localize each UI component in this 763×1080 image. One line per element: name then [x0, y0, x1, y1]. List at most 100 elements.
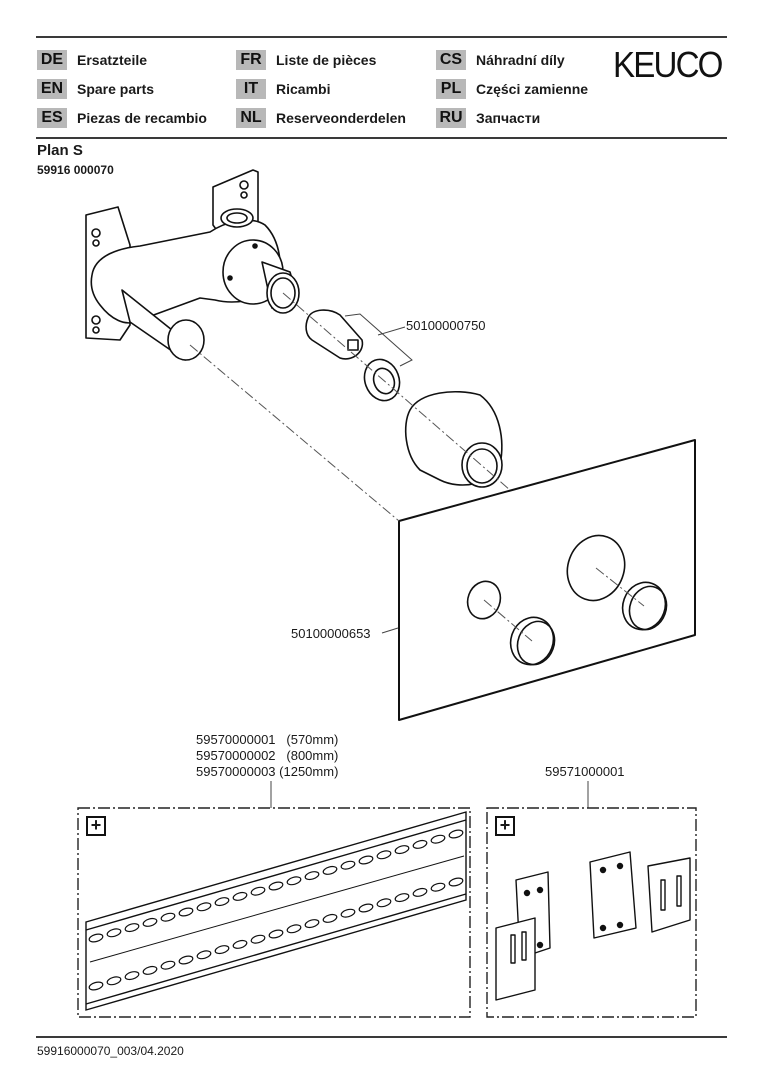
lang-row-cs: CS Náhradní díly: [436, 49, 565, 71]
lang-code-badge: FR: [236, 50, 266, 70]
rail-slot: [340, 860, 356, 870]
rail-slot: [430, 834, 446, 844]
rail-slot: [322, 913, 338, 923]
rail-part-number: 59570000001: [196, 732, 276, 747]
lang-label: Części zamienne: [476, 81, 589, 97]
rail-length: (800mm): [279, 748, 339, 763]
leader-cartridge: [344, 313, 413, 367]
lang-code-badge: RU: [436, 108, 466, 128]
rail-slot: [106, 976, 122, 986]
lang-label: Запчасти: [476, 110, 541, 126]
rail-slot: [304, 919, 320, 929]
lang-code-badge: IT: [236, 79, 266, 99]
rail-slot: [304, 871, 320, 881]
rail-slot: [358, 903, 374, 913]
rail-slot: [448, 877, 464, 887]
lang-row-de: DE Ersatzteile: [37, 49, 147, 71]
rail-slot: [142, 917, 158, 927]
rail-slot: [178, 907, 194, 917]
header-bottom-rule: [36, 137, 727, 139]
rail-slot: [340, 908, 356, 918]
rail-length: (1250mm): [279, 764, 339, 779]
rail-slot: [232, 891, 248, 901]
rail-slot: [412, 887, 428, 897]
lang-row-fr: FR Liste de pièces: [236, 49, 376, 71]
lang-label: Ersatzteile: [77, 52, 148, 68]
bracket-accessory-box: [486, 807, 697, 1018]
leader-cover-plate: [381, 627, 399, 634]
lang-label: Náhradní díly: [476, 52, 565, 68]
lang-code-badge: CS: [436, 50, 466, 70]
rail-slot: [88, 933, 104, 943]
cartridge: [305, 309, 364, 360]
part-number-bracket-set: 59571000001: [545, 764, 625, 779]
document-id: 59916000070_003/04.2020: [37, 1044, 184, 1058]
rail-slot: [376, 850, 392, 860]
rail-slot: [160, 960, 176, 970]
rail-option-1: 59570000001 (570mm): [196, 732, 338, 747]
rail-slot: [430, 882, 446, 892]
rail-slot: [286, 876, 302, 886]
rail-part-number: 59570000002: [196, 748, 276, 763]
rail-slot: [178, 955, 194, 965]
footer-rule: [36, 1036, 727, 1038]
rail-slot: [250, 934, 266, 944]
article-number: 59916 000070: [37, 163, 114, 177]
rail-slot: [232, 939, 248, 949]
rail-slot: [214, 945, 230, 955]
rail-slot: [376, 898, 392, 908]
lang-code-badge: DE: [37, 50, 67, 70]
lang-label: Ricambi: [276, 81, 331, 97]
product-name: Plan S: [37, 142, 83, 159]
lang-row-nl: NL Reserveonderdelen: [236, 107, 406, 129]
brand-logo: KEUCO: [613, 44, 723, 85]
lang-label: Spare parts: [77, 81, 155, 97]
rail-length: (570mm): [279, 732, 339, 747]
rail-slot: [142, 965, 158, 975]
rail-slot: [268, 929, 284, 939]
rail-slot: [448, 829, 464, 839]
bracket-right-back: [589, 851, 637, 939]
rail-slot: [394, 893, 410, 903]
lang-row-ru: RU Запчасти: [436, 107, 540, 129]
lang-label: Liste de pièces: [276, 52, 377, 68]
rail-slot: [268, 881, 284, 891]
rail-slot: [124, 923, 140, 933]
lang-row-pl: PL Części zamienne: [436, 78, 588, 100]
rail-option-2: 59570000002 (800mm): [196, 748, 338, 763]
header-top-rule: [36, 36, 727, 38]
rail-accessory-box: [77, 807, 471, 1018]
rail-slot: [124, 971, 140, 981]
lang-row-it: IT Ricambi: [236, 78, 330, 100]
rail-slot: [196, 902, 212, 912]
rail-slot: [88, 981, 104, 991]
rail-slot: [358, 855, 374, 865]
lang-row-en: EN Spare parts: [37, 78, 154, 100]
top-port: [220, 208, 254, 228]
rail-slot: [394, 845, 410, 855]
rail-option-3: 59570000003 (1250mm): [196, 764, 338, 779]
lang-row-es: ES Piezas de recambio: [37, 107, 207, 129]
part-number-cover-plate: 50100000653: [291, 626, 371, 641]
cover-plate: [398, 439, 696, 721]
rail-slot: [322, 865, 338, 875]
lang-code-badge: EN: [37, 79, 67, 99]
rail-slot: [106, 928, 122, 938]
rail-slot: [250, 886, 266, 896]
part-number-cartridge: 50100000750: [406, 318, 486, 333]
plus-icon: +: [86, 816, 106, 836]
lang-code-badge: PL: [436, 79, 466, 99]
plus-icon: +: [495, 816, 515, 836]
lock-nut: [363, 358, 401, 402]
lang-label: Reserveonderdelen: [276, 110, 406, 126]
rail-slot: [214, 897, 230, 907]
lang-code-badge: ES: [37, 108, 67, 128]
rail-slot: [160, 912, 176, 922]
rail-slot: [412, 839, 428, 849]
lang-code-badge: NL: [236, 108, 266, 128]
bracket-right-front: [647, 857, 691, 933]
lang-label: Piezas de recambio: [77, 110, 207, 126]
rail-part-number: 59570000003: [196, 764, 276, 779]
rail-slot: [286, 924, 302, 934]
